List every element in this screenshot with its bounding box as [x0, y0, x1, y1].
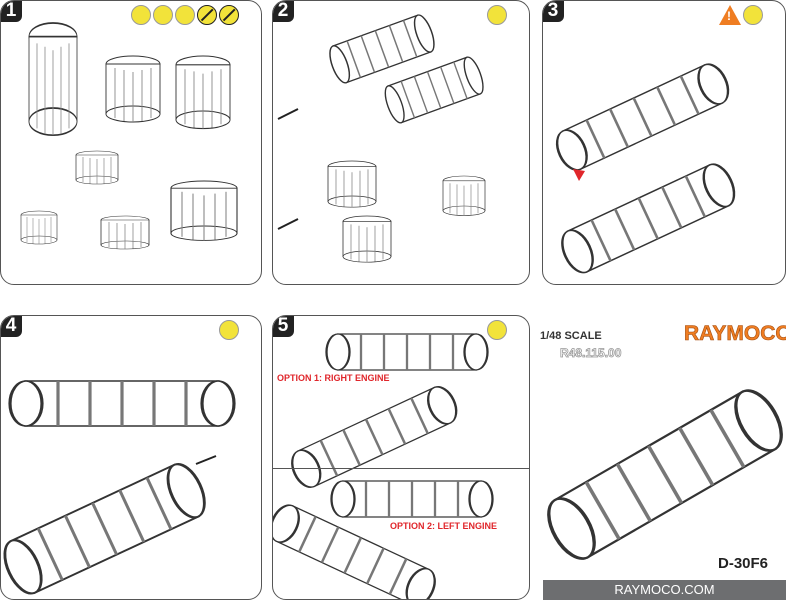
knife-icon [153, 5, 173, 25]
step-4-panel: 4 [0, 315, 262, 600]
sand-icon [175, 5, 195, 25]
website-footer: RAYMOCO.COM [543, 580, 786, 600]
glue-icon [743, 5, 763, 25]
step-5-assembly-drawing [273, 332, 494, 599]
scale-label: 1/48 SCALE [540, 330, 602, 342]
step-tool-icons [487, 5, 507, 25]
option-1-label: OPTION 1: RIGHT ENGINE [277, 373, 390, 383]
brand-logo: RAYMOCO [684, 322, 786, 346]
step-number: 3 [543, 1, 564, 22]
glue-icon [487, 5, 507, 25]
step-2-assembly-drawing [277, 11, 488, 263]
option-2-label: OPTION 2: LEFT ENGINE [390, 521, 498, 531]
no-glue-icon [197, 5, 217, 25]
step-3-assembly-drawing [550, 58, 742, 279]
step-3-panel: 3 ! [542, 0, 786, 285]
product-code: R48.115.00 [560, 346, 622, 361]
model-name: D-30F6 [718, 555, 769, 572]
step-1-panel: 1 [0, 0, 262, 285]
step-tool-icons [487, 320, 507, 340]
step-tool-icons: ! [719, 5, 763, 25]
step-4-assembly-drawing [1, 379, 236, 599]
step-number: 5 [273, 316, 294, 337]
step-number: 2 [273, 1, 294, 22]
option-divider [273, 468, 529, 469]
step-2-panel: 2 [272, 0, 530, 285]
step-number: 1 [1, 1, 22, 22]
warning-icon: ! [719, 5, 741, 25]
step-5-panel: 5 OPTION 1: RIGHT ENGINE OPTION 2: LEFT … [272, 315, 530, 600]
step-number: 4 [1, 316, 22, 337]
saw-cut-icon [131, 5, 151, 25]
glue-icon [219, 320, 239, 340]
step-tool-icons [219, 320, 239, 340]
step-1-parts-drawing [20, 22, 238, 250]
no-paint-icon [219, 5, 239, 25]
glue-icon [487, 320, 507, 340]
step-tool-icons [131, 5, 239, 25]
